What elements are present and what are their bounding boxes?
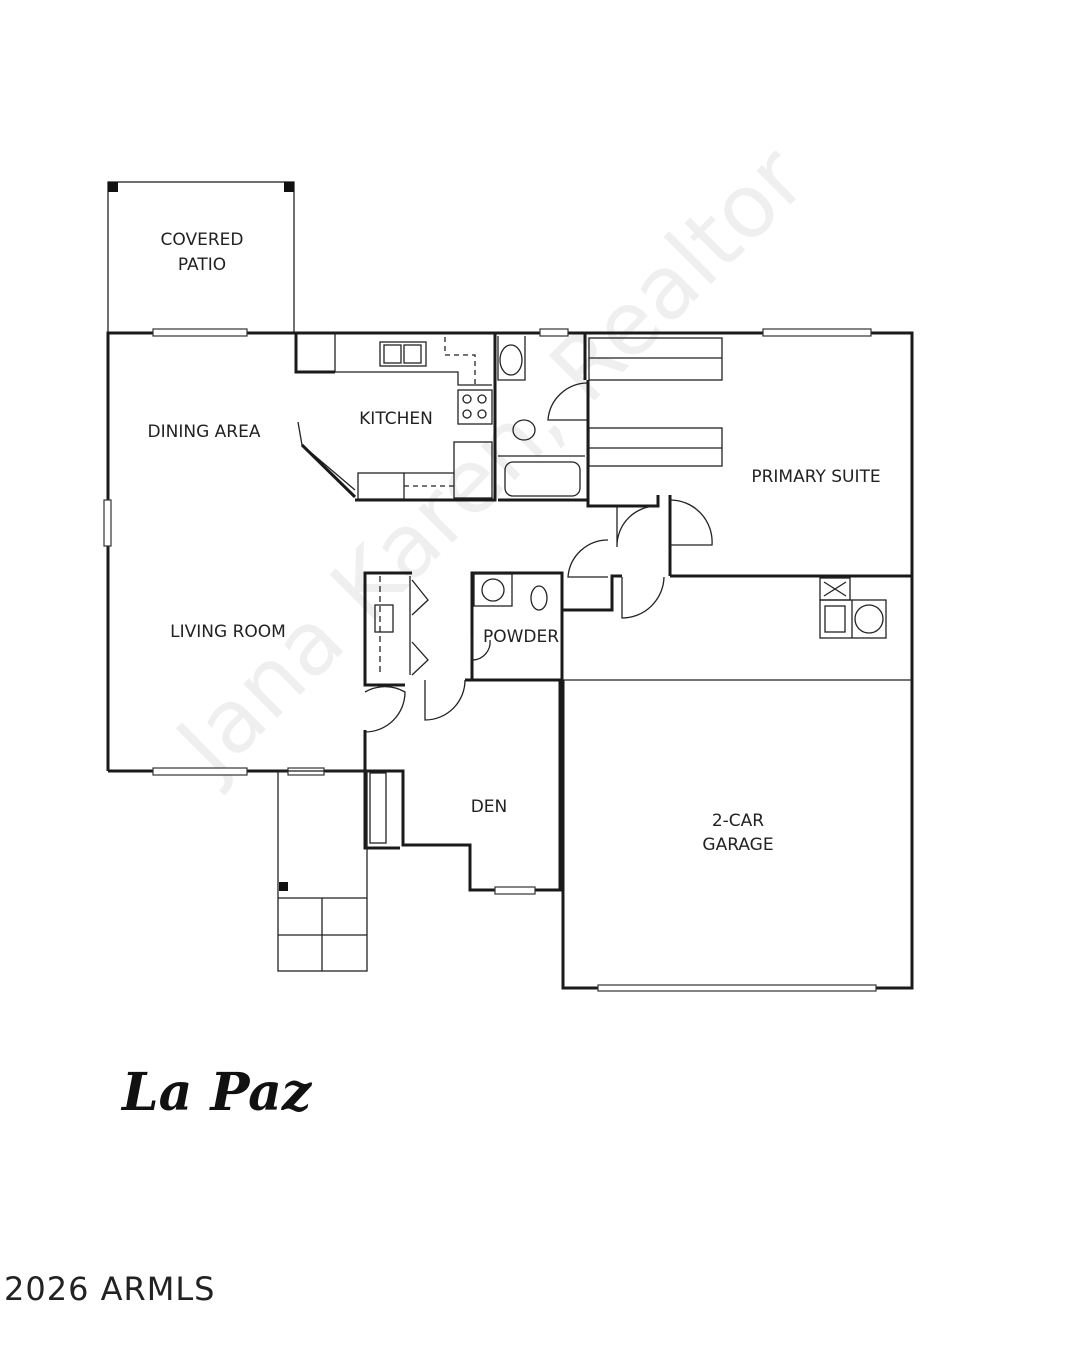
room-label-covered-patio: COVERED (161, 230, 244, 250)
room-label-kitchen: KITCHEN (359, 409, 433, 429)
exterior-walls (106, 331, 914, 990)
room-label-garage: 2-CAR (712, 811, 764, 831)
hall-doors (560, 499, 713, 619)
copyright-text: 2026 ARMLS (4, 1270, 216, 1308)
room-label-living: LIVING ROOM (170, 622, 286, 642)
room-label-powder: POWDER (483, 627, 559, 647)
room-label-garage-2: GARAGE (702, 835, 773, 855)
room-label-dining: DINING AREA (148, 422, 261, 442)
kitchen-fixtures (294, 333, 497, 502)
den-closet-porch (277, 770, 387, 972)
primary-bath (497, 333, 723, 508)
laundry-appliances (819, 577, 887, 639)
room-label-den: DEN (471, 797, 508, 817)
watermark: Jana Karen, Realtor (153, 126, 825, 798)
plan-title: La Paz (122, 1062, 312, 1123)
room-label-covered-patio-2: PATIO (178, 255, 226, 275)
powder-room (363, 571, 564, 733)
room-label-primary-suite: PRIMARY SUITE (751, 467, 880, 487)
